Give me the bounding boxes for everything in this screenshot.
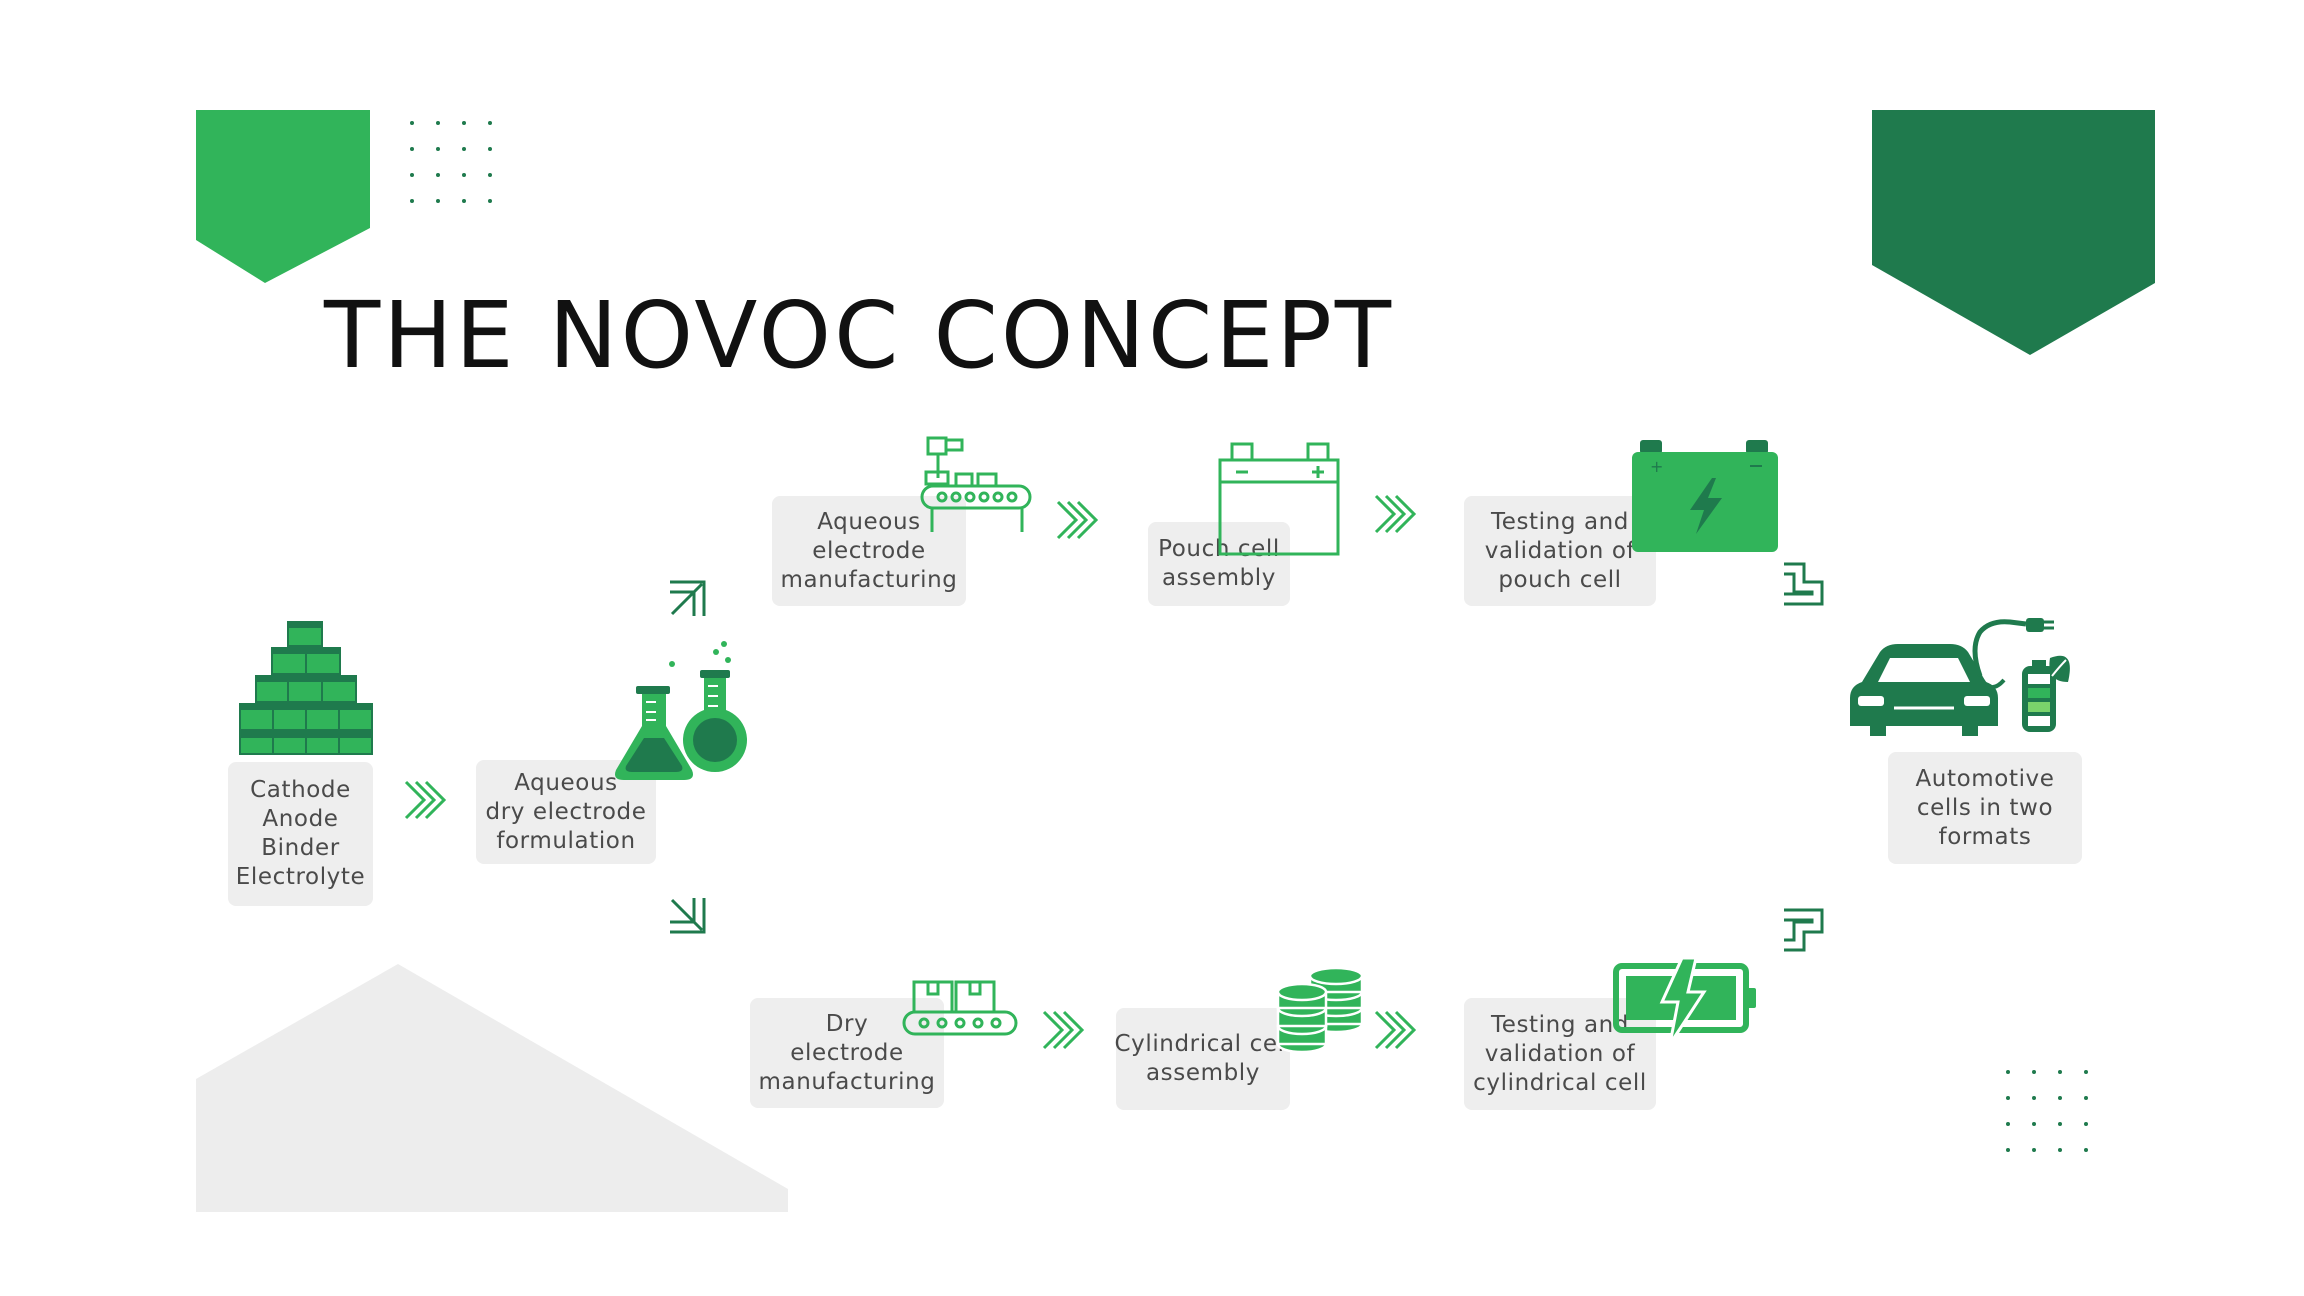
pouch-testing-line-3: pouch cell bbox=[1498, 566, 1622, 593]
chemistry-flasks-icon bbox=[615, 641, 747, 780]
pouch-assembly-line-2: assembly bbox=[1161, 565, 1277, 591]
dry-mfg-line-3: manufacturing bbox=[758, 1068, 936, 1095]
chevron-right-icon bbox=[1374, 1010, 1417, 1050]
cyl-assembly-line-2: assembly bbox=[1145, 1060, 1261, 1086]
cyl-testing-box: Testing and validation of cylindrical ce… bbox=[1464, 998, 1656, 1110]
aqueous-mfg-line-2: electrode bbox=[812, 537, 926, 564]
formulation-line-1: Aqueous bbox=[514, 769, 618, 796]
aqueous-mfg-line-1: Aqueous bbox=[817, 508, 921, 535]
stacked-crates-icon bbox=[239, 621, 373, 755]
chevron-up-right-icon bbox=[670, 580, 706, 616]
formulation-line-3: formulation bbox=[496, 827, 636, 854]
charging-battery-icon bbox=[1613, 956, 1756, 1045]
automotive-line-1: Automotive bbox=[1915, 765, 2055, 792]
chevron-right-icon bbox=[1374, 494, 1417, 534]
automotive-line-2: cells in two bbox=[1916, 794, 2054, 821]
box-conveyor-icon bbox=[902, 980, 1018, 1036]
materials-line-3: Binder bbox=[261, 835, 340, 861]
green-pennant-left bbox=[196, 110, 370, 283]
coin-stack-icon bbox=[1276, 966, 1364, 1054]
chevron-down-icon bbox=[1784, 562, 1824, 606]
car-battery-icon: + bbox=[1632, 440, 1778, 552]
battery-outline-icon bbox=[1218, 442, 1340, 556]
materials-line-2: Anode bbox=[262, 806, 339, 832]
electric-car-icon bbox=[1850, 618, 2070, 736]
aqueous-mfg-line-3: manufacturing bbox=[780, 566, 958, 593]
gray-house-shape bbox=[196, 964, 788, 1212]
chevron-right-icon bbox=[1056, 500, 1099, 540]
pouch-assembly-box: Pouch cell assembly bbox=[1148, 522, 1290, 606]
page-title: THE NOVOC CONCEPT bbox=[324, 282, 1395, 389]
pouch-testing-line-1: Testing and bbox=[1490, 508, 1630, 535]
formulation-line-2: dry electrode bbox=[485, 798, 647, 825]
automotive-line-3: formats bbox=[1938, 823, 2032, 850]
automotive-box: Automotive cells in two formats bbox=[1888, 752, 2082, 864]
materials-line-1: Cathode bbox=[250, 777, 351, 803]
robot-conveyor-icon bbox=[920, 436, 1032, 532]
cyl-assembly-line-1: Cylindrical cell bbox=[1114, 1031, 1292, 1057]
materials-line-4: Electrolyte bbox=[235, 864, 366, 890]
dry-mfg-line-2: electrode bbox=[790, 1039, 904, 1066]
cyl-testing-line-3: cylindrical cell bbox=[1473, 1069, 1647, 1096]
dot-grid-bottom bbox=[2006, 1070, 2088, 1152]
dry-mfg-box: Dry electrode manufacturing bbox=[750, 998, 944, 1108]
cyl-testing-line-2: validation of bbox=[1484, 1040, 1636, 1067]
chevron-right-icon bbox=[404, 780, 447, 820]
materials-box: Cathode Anode Binder Electrolyte bbox=[228, 762, 373, 906]
pouch-testing-box: Testing and validation of pouch cell bbox=[1464, 496, 1656, 606]
dot-grid-top bbox=[410, 121, 492, 203]
pouch-testing-line-2: validation of bbox=[1484, 537, 1636, 564]
svg-text:+: + bbox=[1650, 457, 1663, 476]
cyl-testing-line-1: Testing and bbox=[1490, 1011, 1630, 1038]
cyl-assembly-box: Cylindrical cell assembly bbox=[1114, 1008, 1292, 1110]
chevron-right-icon bbox=[1042, 1010, 1085, 1050]
green-pennant-right bbox=[1872, 110, 2155, 355]
dry-mfg-line-1: Dry bbox=[825, 1010, 869, 1037]
chevron-down-right-icon bbox=[670, 898, 706, 934]
aqueous-mfg-box: Aqueous electrode manufacturing bbox=[772, 496, 966, 606]
chevron-up-icon bbox=[1784, 908, 1824, 952]
